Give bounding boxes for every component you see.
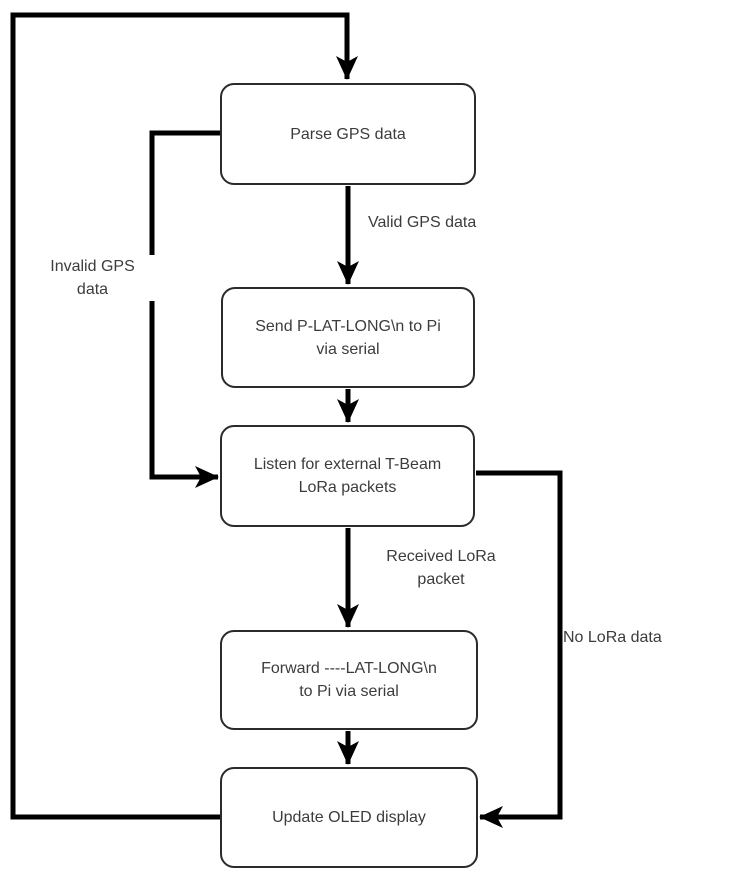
edge-invalid-gps-arrow (149, 130, 220, 488)
edge-label-valid-gps-data: Valid GPS data (368, 211, 513, 234)
node-forward-lat-long: Forward ----LAT-LONG\n to Pi via serial (220, 630, 478, 730)
node-parse-gps-data: Parse GPS data (220, 83, 476, 185)
node-listen-lora-packets: Listen for external T-Beam LoRa packets (220, 425, 475, 527)
edge-label-no-lora-data: No LoRa data (563, 626, 703, 649)
edge-label-invalid-gps-data: Invalid GPS data (25, 255, 160, 301)
edge-restart-loop-arrow (10, 12, 358, 820)
node-send-p-lat-long: Send P-LAT-LONG\n to Pi via serial (221, 287, 475, 388)
edge-label-received-lora-packet: Received LoRa packet (356, 545, 526, 591)
node-update-oled-display: Update OLED display (220, 767, 478, 868)
edge-no-lora-arrow (476, 470, 563, 828)
